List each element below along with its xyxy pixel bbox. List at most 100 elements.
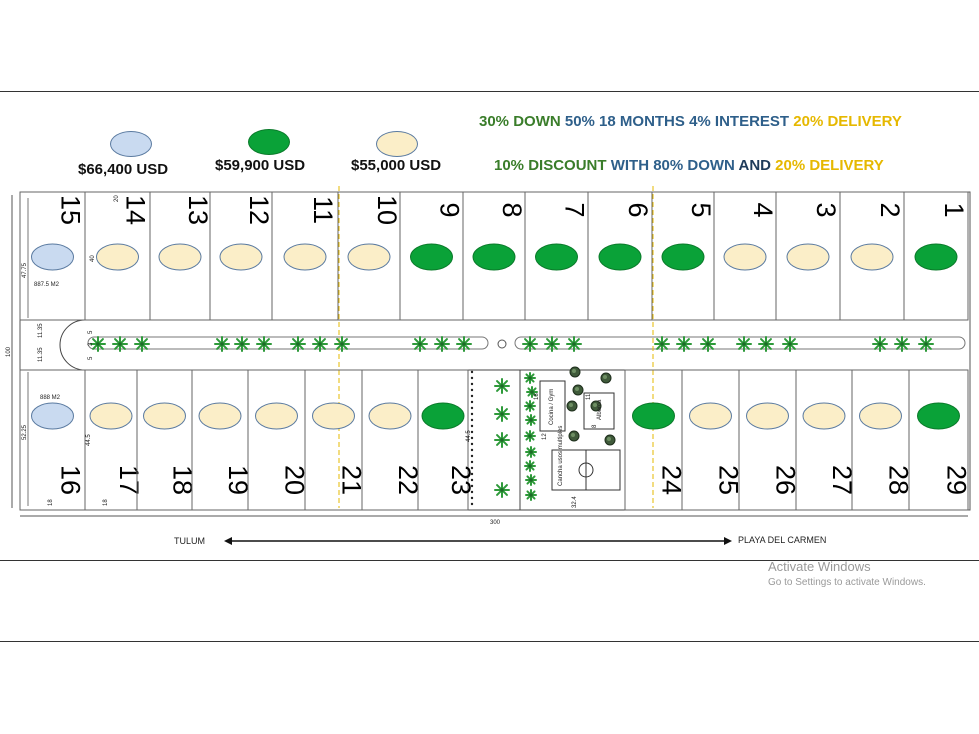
pool-rect (583, 392, 615, 430)
terms-2-discount: 10% DISCOUNT (494, 157, 611, 174)
lot-14[interactable]: 14 (84, 191, 151, 321)
hedge-dot (470, 442, 474, 446)
dim-label-11-35-b: 11.35 (38, 347, 44, 362)
palm-tree-icon (872, 336, 888, 352)
hedge-dot (470, 382, 474, 386)
palms-layer (90, 336, 934, 352)
lot-15-number: 15 (56, 195, 86, 225)
lot-29[interactable]: 29 (908, 369, 972, 511)
lot-12-price-oval (219, 243, 263, 271)
palm-tree-icon (456, 336, 472, 352)
area-label-bottom: 888 M2 (40, 395, 61, 401)
lot-10-price-oval (347, 243, 391, 271)
hedge-dot (470, 388, 474, 392)
lot-9[interactable]: 9 (399, 191, 465, 321)
dim-label-300: 300 (490, 520, 501, 526)
palm-tree-icon (700, 336, 716, 352)
lot-15-price-oval (31, 243, 74, 271)
plan-labels: 887.5 M2 888 M2 100 47.75 11.35 11.35 52… (6, 195, 603, 526)
lot-6[interactable]: 6 (587, 191, 653, 321)
palm-tree-icon (90, 336, 106, 352)
lot-5[interactable]: 5 (651, 191, 716, 321)
lot-13[interactable]: 13 (149, 191, 213, 321)
direction-left-label: TULUM (174, 536, 205, 546)
property-boundary (19, 191, 971, 511)
lot-11-number: 11 (308, 196, 338, 224)
kitchen-gym-building (539, 380, 566, 432)
lot-8-price-oval (472, 243, 516, 271)
dim-label-47-75: 47.75 (22, 262, 28, 278)
palm-tree-icon (524, 372, 536, 384)
lot-24-price-oval (632, 402, 675, 430)
palm-tree-icon (676, 336, 692, 352)
lot-8[interactable]: 8 (462, 191, 527, 321)
palm-tree-icon (654, 336, 670, 352)
lot-outline (417, 369, 469, 511)
legend-price-blue: $66,400 USD (78, 161, 169, 178)
shrub-icon (600, 372, 612, 384)
lot-20-price-oval (255, 402, 298, 430)
lot-15[interactable]: 15 (19, 191, 86, 321)
arrow-head-right (724, 537, 732, 545)
palm-tree-icon (494, 482, 510, 498)
lot-29-price-oval (917, 402, 960, 430)
palm-tree-icon (234, 336, 250, 352)
lot-7[interactable]: 7 (524, 191, 590, 321)
lot-17[interactable]: 17 (84, 369, 144, 511)
lot-20[interactable]: 20 (247, 369, 310, 511)
palm-tree-icon (412, 336, 428, 352)
lot-23[interactable]: 23 (417, 369, 476, 511)
lot-25[interactable]: 25 (681, 369, 744, 511)
dim-label-5-a: 5 (88, 330, 94, 334)
terms-2-delivery: 20% DELIVERY (775, 157, 884, 174)
amenity-dim-12: 12 (542, 433, 548, 440)
amenity-court-label: Cancha usos multiples (558, 426, 564, 486)
lot-18[interactable]: 18 (136, 369, 198, 511)
dim-label-52-25: 52.25 (22, 424, 28, 440)
terms-line-1: 30% DOWN 50% 18 MONTHS 4% INTEREST 20% D… (479, 113, 902, 130)
lot-6-price-oval (598, 243, 642, 271)
lot-19[interactable]: 19 (191, 369, 253, 511)
lot-1[interactable]: 1 (903, 191, 969, 321)
lot-2-price-oval (850, 243, 894, 271)
terms-1-down: 30% DOWN (479, 113, 565, 130)
palm-tree-icon (494, 378, 510, 394)
palm-tree-icon (918, 336, 934, 352)
lot-21[interactable]: 21 (304, 369, 367, 511)
lot-13-price-oval (158, 243, 202, 271)
lot-22[interactable]: 22 (361, 369, 423, 511)
lot-25-price-oval (689, 402, 732, 430)
lot-28[interactable]: 28 (851, 369, 914, 511)
lot-27[interactable]: 27 (795, 369, 857, 511)
lot-11[interactable]: 11 (271, 191, 339, 321)
roundabout-circle (497, 339, 507, 349)
lot-17-price-oval (89, 402, 133, 430)
palm-tree-icon (134, 336, 150, 352)
lot-24[interactable]: 24 (624, 369, 687, 511)
palm-tree-icon (312, 336, 328, 352)
hedge-dot (470, 454, 474, 458)
lot-4[interactable]: 4 (713, 191, 778, 321)
lot-21-price-oval (312, 402, 355, 430)
bottom-border-line (0, 641, 979, 642)
dim-label-5-b: 5 (88, 356, 94, 360)
lot-18-number: 18 (168, 465, 198, 495)
legend-blue-oval (110, 131, 152, 157)
hedge-dot (470, 448, 474, 452)
lot-26[interactable]: 26 (738, 369, 801, 511)
terms-2-and: AND (738, 157, 776, 174)
terms-line-2: 10% DISCOUNT WITH 80% DOWN AND 20% DELIV… (494, 157, 884, 174)
lot-10[interactable]: 10 (337, 191, 402, 321)
lot-14-number: 14 (121, 195, 151, 225)
dim-label-100: 100 (6, 346, 12, 357)
lot-16[interactable]: 16 (19, 369, 86, 511)
palm-tree-icon (544, 336, 560, 352)
lot-12[interactable]: 12 (209, 191, 274, 321)
hedge-dot (470, 478, 474, 482)
lot-2[interactable]: 2 (839, 191, 905, 321)
lot-3[interactable]: 3 (775, 191, 841, 321)
palm-tree-icon (524, 430, 536, 442)
palm-tree-icon (524, 460, 536, 472)
legend-beige-oval (376, 131, 418, 157)
